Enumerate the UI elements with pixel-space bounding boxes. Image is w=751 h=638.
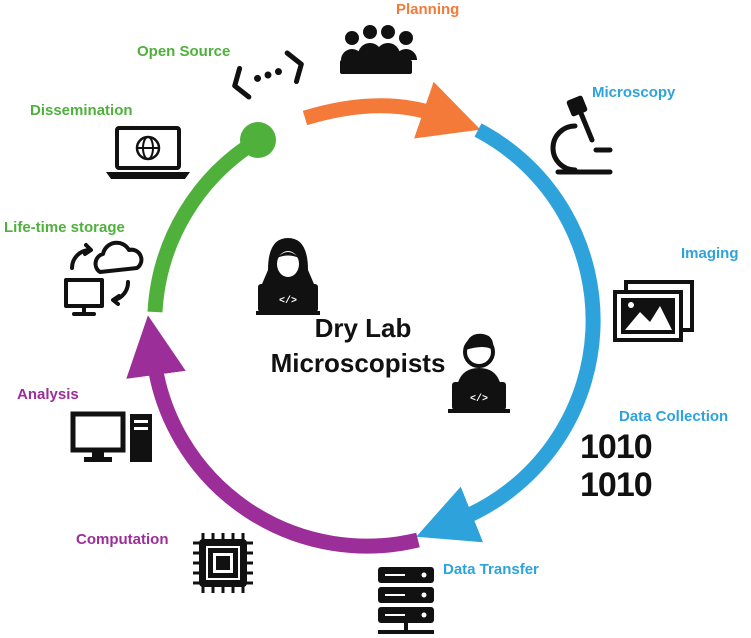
center-title-line2: Microscopists (271, 348, 446, 378)
images-icon (613, 280, 694, 342)
code-glyph-left: </> (279, 295, 297, 307)
female-developer-icon: </> (256, 238, 320, 315)
label-planning: Planning (396, 1, 459, 18)
planning-arc (302, 81, 481, 139)
binary-line-1: 1010 (580, 428, 652, 466)
label-data-collection: Data Collection (619, 408, 728, 425)
team-icon (340, 25, 417, 74)
male-developer-icon: </> (448, 333, 510, 413)
center-title-line1: Dry Lab (315, 313, 412, 343)
microscope-icon (550, 95, 613, 175)
server-icon (378, 567, 434, 634)
label-dissemination: Dissemination (30, 102, 133, 119)
laptop-globe-icon (106, 126, 190, 179)
microscopy-to-transfer-arc (416, 123, 601, 543)
label-microscopy: Microscopy (592, 84, 676, 101)
code-glyph-right: </> (470, 393, 488, 405)
label-analysis: Analysis (17, 386, 79, 403)
chip-icon (193, 533, 253, 593)
storage-arc (147, 133, 262, 313)
desktop-computer-icon (70, 411, 152, 462)
cloud-sync-icon (64, 240, 144, 316)
code-brackets-icon (232, 50, 304, 100)
label-computation: Computation (76, 531, 168, 548)
label-data-transfer: Data Transfer (443, 561, 539, 578)
cycle-start-dot (240, 122, 276, 158)
label-open-source: Open Source (137, 43, 230, 60)
binary-line-2: 1010 (580, 466, 652, 504)
label-lifetime-storage: Life-time storage (4, 219, 125, 236)
binary-icon: 1010 1010 (580, 428, 653, 504)
transfer-to-analysis-arc (126, 315, 420, 554)
label-imaging: Imaging (681, 245, 739, 262)
